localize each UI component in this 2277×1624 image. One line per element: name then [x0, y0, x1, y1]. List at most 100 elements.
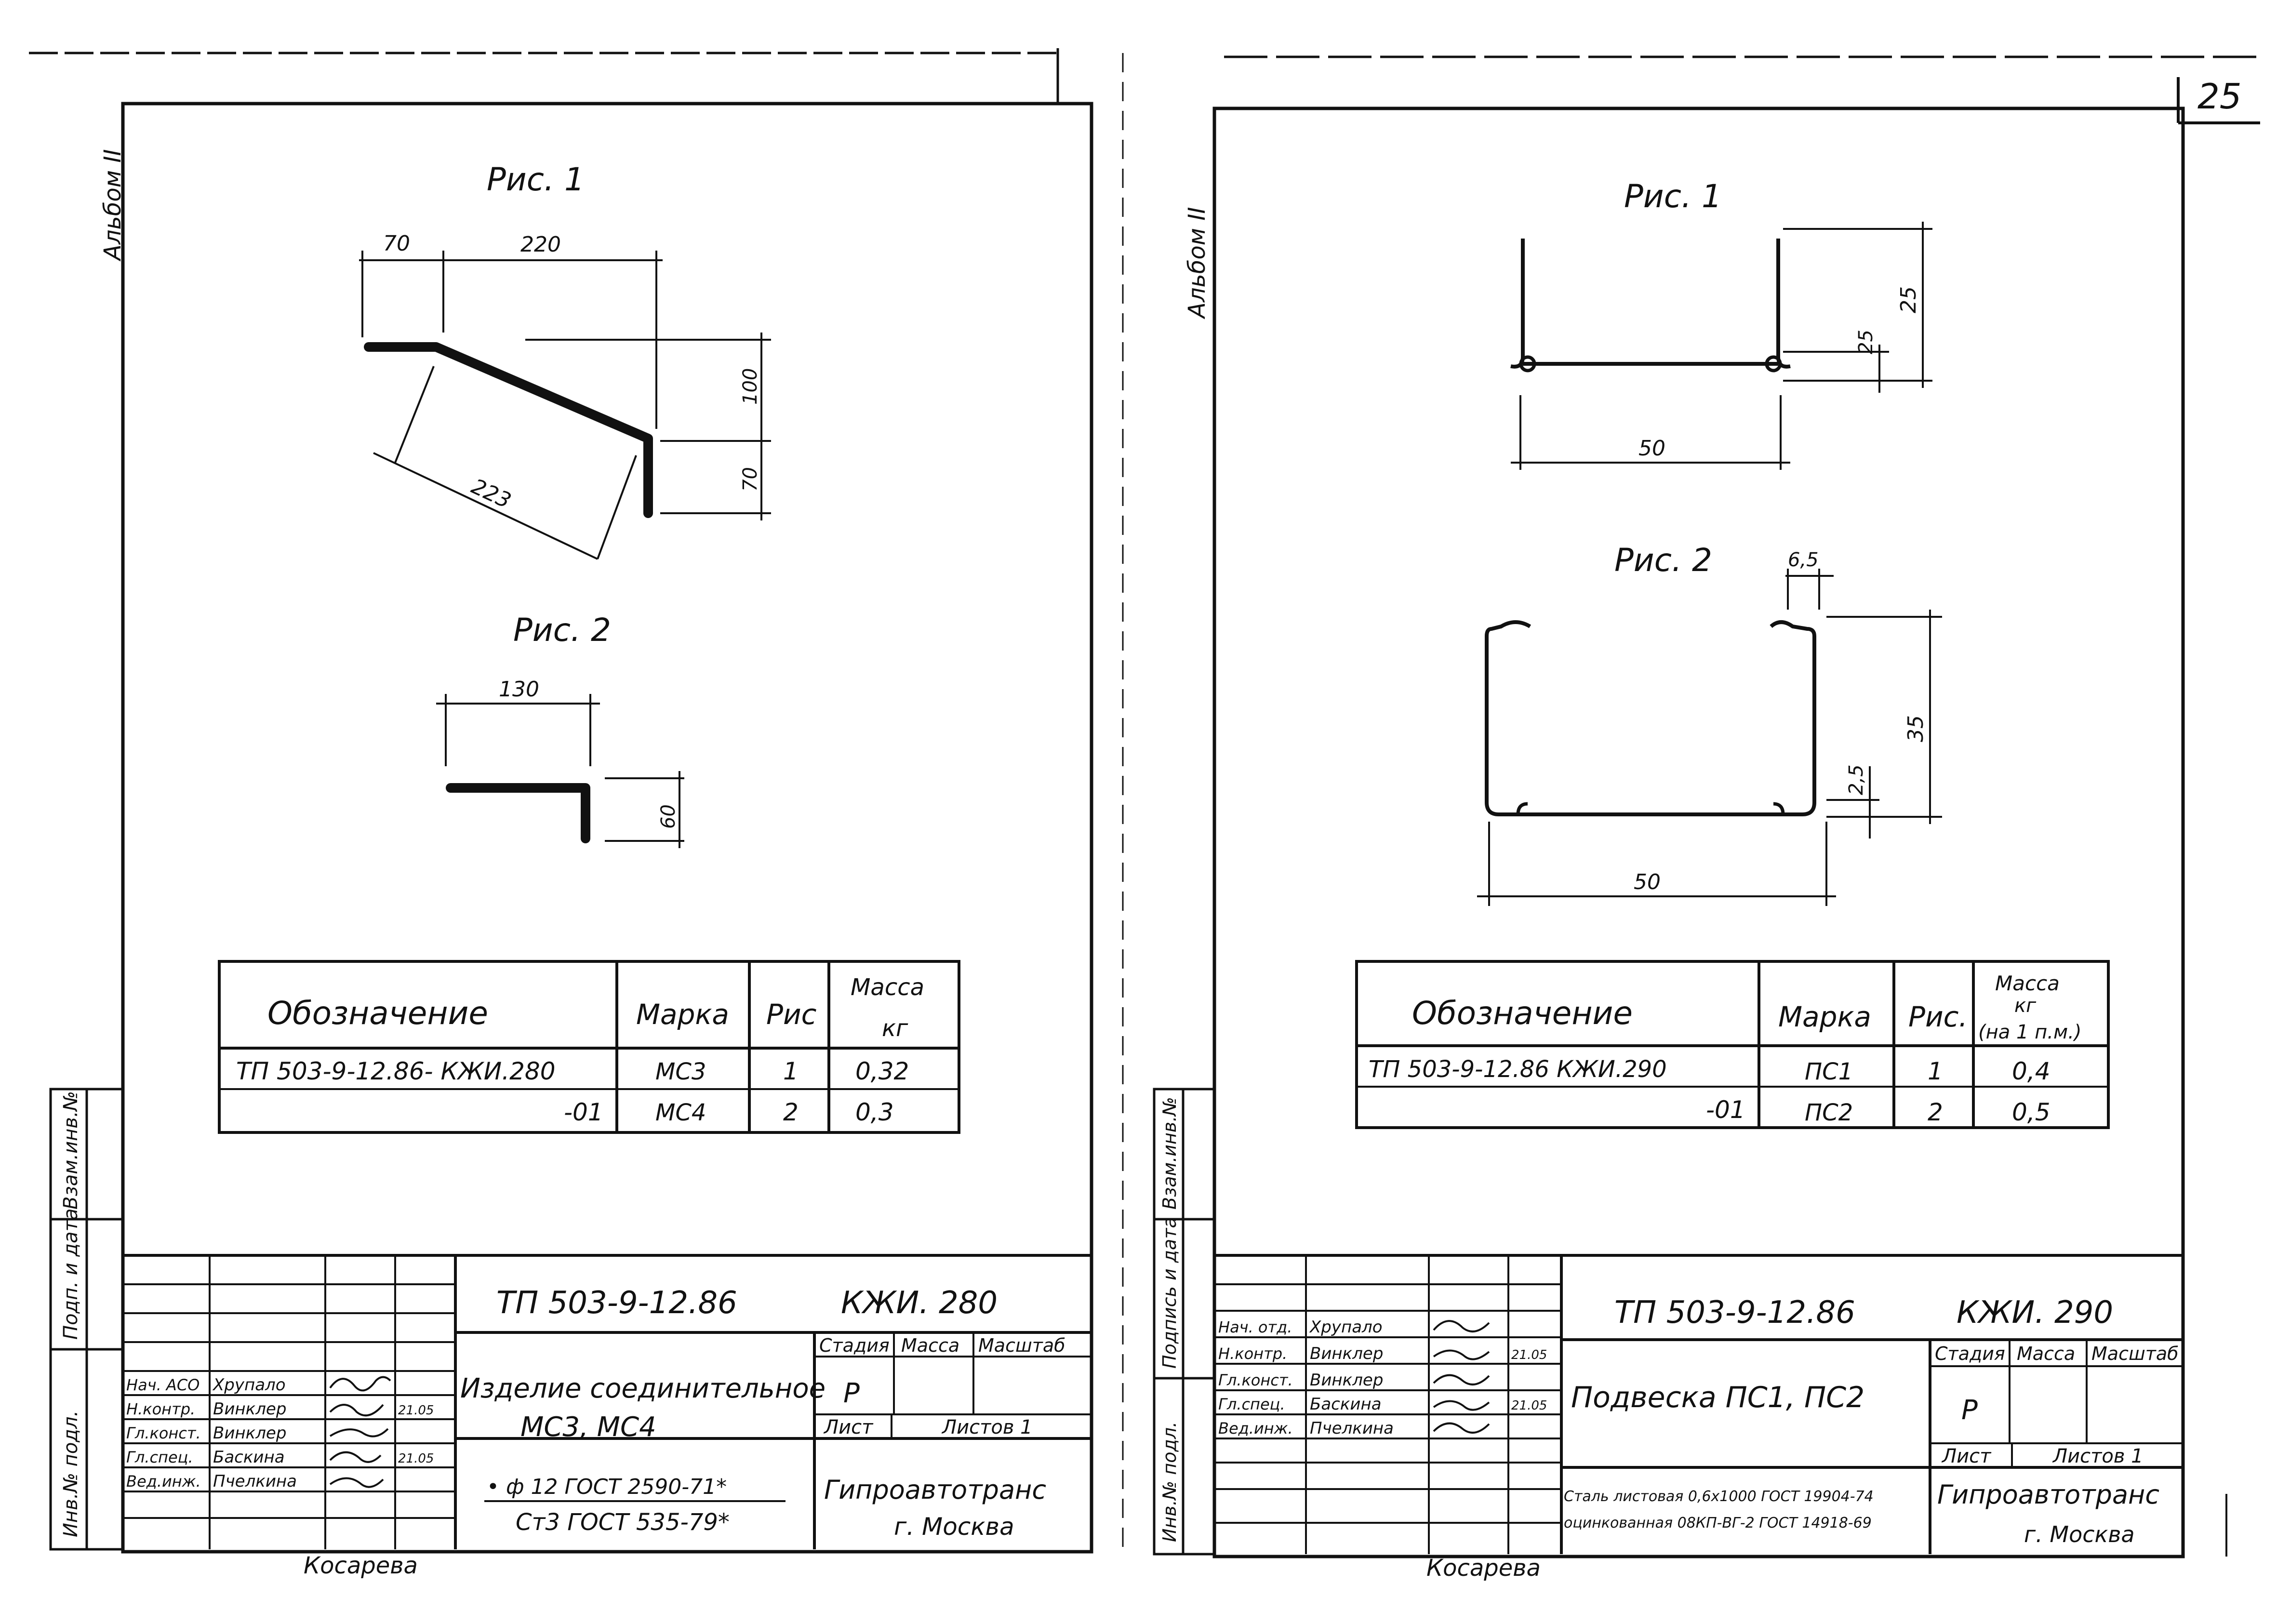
- left-spec-table: [218, 960, 960, 1134]
- left-spec-row2-designation: -01: [564, 1098, 603, 1126]
- signer-date: 21.05: [1511, 1348, 1547, 1362]
- signer-name: Винклер: [213, 1399, 286, 1419]
- left-sheet: Альбом II Рис. 1 70 220 223 100 70 Рис. …: [49, 102, 1093, 1579]
- right-tb-material-2: оцинкованная 08КП-ВГ-2 ГОСТ 14918-69: [1564, 1515, 1872, 1531]
- right-fig1-caption: Рис. 1: [1624, 178, 1722, 215]
- left-spec-row2-mark: МС4: [655, 1099, 706, 1126]
- right-spec-row1-designation: ТП 503-9-12.86 КЖИ.290: [1369, 1056, 1667, 1083]
- signer-role: Вед.инж.: [126, 1472, 201, 1491]
- page-number: 25: [2197, 76, 2242, 117]
- signer-role: Вед.инж.: [1218, 1419, 1293, 1438]
- right-fig2-dim-35: 35: [1904, 715, 1928, 742]
- left-tb-doc: КЖИ. 280: [841, 1285, 998, 1321]
- right-tb-name-1: Подвеска ПС1, ПС2: [1571, 1381, 1864, 1414]
- left-title-block: [123, 1254, 1092, 1549]
- signer-name: Винклер: [1310, 1371, 1383, 1390]
- left-spec-h-designation: Обозначение: [267, 995, 488, 1032]
- left-spec-row2-mass: 0,3: [855, 1098, 894, 1126]
- left-tb-org-1: Гипроавтотранс: [824, 1475, 1046, 1505]
- signer-role: Н.контр.: [1218, 1344, 1287, 1363]
- right-spec-h-designation: Обозначение: [1412, 995, 1633, 1032]
- right-tb-org-2: г. Москва: [2024, 1521, 2135, 1547]
- signer-name: Пчелкина: [1310, 1419, 1394, 1438]
- right-album-label: Альбом II: [1184, 207, 1211, 319]
- signer-role: Гл.конст.: [126, 1424, 201, 1442]
- signer-date: 21.05: [398, 1403, 434, 1418]
- right-side-vzam: Взам.инв.№: [1159, 1097, 1180, 1210]
- right-fig2-drawing: [1477, 569, 1942, 906]
- signer-date: 21.05: [1511, 1398, 1547, 1413]
- right-spec-row2-fig: 2: [1928, 1098, 1943, 1126]
- right-fig1-dim-bead: 25: [1855, 330, 1877, 354]
- right-spec-h-mark: Марка: [1778, 1000, 1871, 1033]
- top-border: [29, 48, 2260, 1557]
- right-side-inv: Инв.№ подл.: [1159, 1422, 1180, 1542]
- right-spec-h-mass-note: (на 1 п.м.): [1978, 1021, 2082, 1043]
- left-fig2-dim-130: 130: [499, 677, 539, 702]
- right-tb-mass-h: Масса: [2017, 1343, 2075, 1364]
- right-spec-row2-designation: -01: [1706, 1096, 1745, 1124]
- left-tb-name-2: МС3, МС4: [520, 1411, 656, 1443]
- left-spec-row1-fig: 1: [783, 1057, 799, 1085]
- signer-name: Хрупало: [1309, 1318, 1383, 1337]
- left-fig1-dim-70: 70: [383, 231, 410, 256]
- left-tb-material-1: • ф 12 ГОСТ 2590-71*: [487, 1475, 727, 1499]
- left-tb-org-2: г. Москва: [894, 1513, 1014, 1541]
- signer-name: Пчелкина: [213, 1472, 297, 1491]
- right-spec-h-fig: Рис.: [1908, 1000, 1968, 1033]
- page-number-box: 25: [2177, 76, 2260, 124]
- right-bottom-note: Косарева: [1426, 1555, 1541, 1582]
- right-sheet-frame: [1212, 106, 2185, 1558]
- left-tb-mass-h: Масса: [901, 1335, 959, 1356]
- left-spec-row1-mass: 0,32: [855, 1057, 909, 1085]
- left-tb-scale-h: Масштаб: [978, 1335, 1065, 1356]
- left-side-vzam: Взам.инв.№: [60, 1091, 82, 1210]
- right-tb-sheet-h: Лист: [1941, 1445, 1992, 1467]
- right-spec-row2-mark: ПС2: [1805, 1099, 1853, 1126]
- right-fig2-caption: Рис. 2: [1614, 542, 1712, 579]
- left-fig1-dim-223: 223: [467, 474, 515, 514]
- left-bottom-note: Косарева: [304, 1552, 418, 1579]
- signer-name: Винклер: [213, 1424, 286, 1443]
- left-tb-material-2: Ст3 ГОСТ 535-79*: [516, 1509, 730, 1536]
- left-fig1-drawing: [359, 251, 771, 560]
- left-fig2-caption: Рис. 2: [513, 612, 611, 649]
- left-tb-sheets-h: Листов 1: [941, 1416, 1033, 1438]
- left-fig1-caption: Рис. 1: [487, 161, 585, 198]
- left-fig2-drawing: [436, 694, 684, 848]
- right-sheet: Альбом II Рис. 1 25 25 50 Рис. 2: [1153, 106, 2227, 1582]
- right-fig1-drawing: [1510, 222, 1932, 470]
- right-fig1-dim-50: 50: [1638, 436, 1665, 461]
- right-tb-sheets-h: Листов 1: [2052, 1445, 2144, 1467]
- right-signatures: [1433, 1320, 1490, 1434]
- left-spec-row2-fig: 2: [783, 1098, 799, 1126]
- right-spec-h-mass: Масса: [1995, 972, 2060, 995]
- right-spec-row1-mark: ПС1: [1805, 1058, 1853, 1085]
- right-spec-table: [1355, 960, 2110, 1129]
- signer-name: Баскина: [213, 1448, 285, 1467]
- right-fig1-dim-25: 25: [1896, 286, 1921, 313]
- signer-role: Нач. отд.: [1218, 1318, 1292, 1336]
- right-tb-org-1: Гипроавтотранс: [1937, 1479, 2159, 1510]
- signer-role: Гл.спец.: [1218, 1395, 1285, 1413]
- left-spec-h-mark: Марка: [636, 998, 729, 1031]
- right-title-block: [1214, 1254, 2183, 1554]
- right-spec-row1-fig: 1: [1928, 1057, 1943, 1085]
- left-signers: Нач. АСО Хрупало Н.контр. Винклер 21.05 …: [126, 1375, 434, 1491]
- right-spec-row1-mass: 0,4: [2012, 1057, 2051, 1085]
- signer-name: Хрупало: [212, 1375, 286, 1395]
- left-fig1-dim-220: 220: [520, 232, 561, 257]
- left-spec-h-fig: Рис: [766, 998, 817, 1031]
- right-tb-scale-h: Масштаб: [2091, 1343, 2179, 1364]
- left-spec-row1-designation: ТП 503-9-12.86- КЖИ.280: [236, 1057, 556, 1085]
- left-side-podp: Подп. и дата: [60, 1209, 82, 1340]
- signer-role: Нач. АСО: [126, 1376, 200, 1394]
- left-side-inv: Инв.№ подл.: [60, 1411, 82, 1537]
- right-signers: Нач. отд. Хрупало Н.контр. Винклер 21.05…: [1218, 1318, 1547, 1438]
- left-album-label: Альбом II: [99, 149, 126, 262]
- right-spec-row2-mass: 0,5: [2012, 1098, 2051, 1126]
- left-spec-h-mass: Масса: [851, 974, 924, 1001]
- right-fig2-dim-lip: 6,5: [1788, 549, 1819, 571]
- left-tb-stage: Р: [843, 1378, 860, 1409]
